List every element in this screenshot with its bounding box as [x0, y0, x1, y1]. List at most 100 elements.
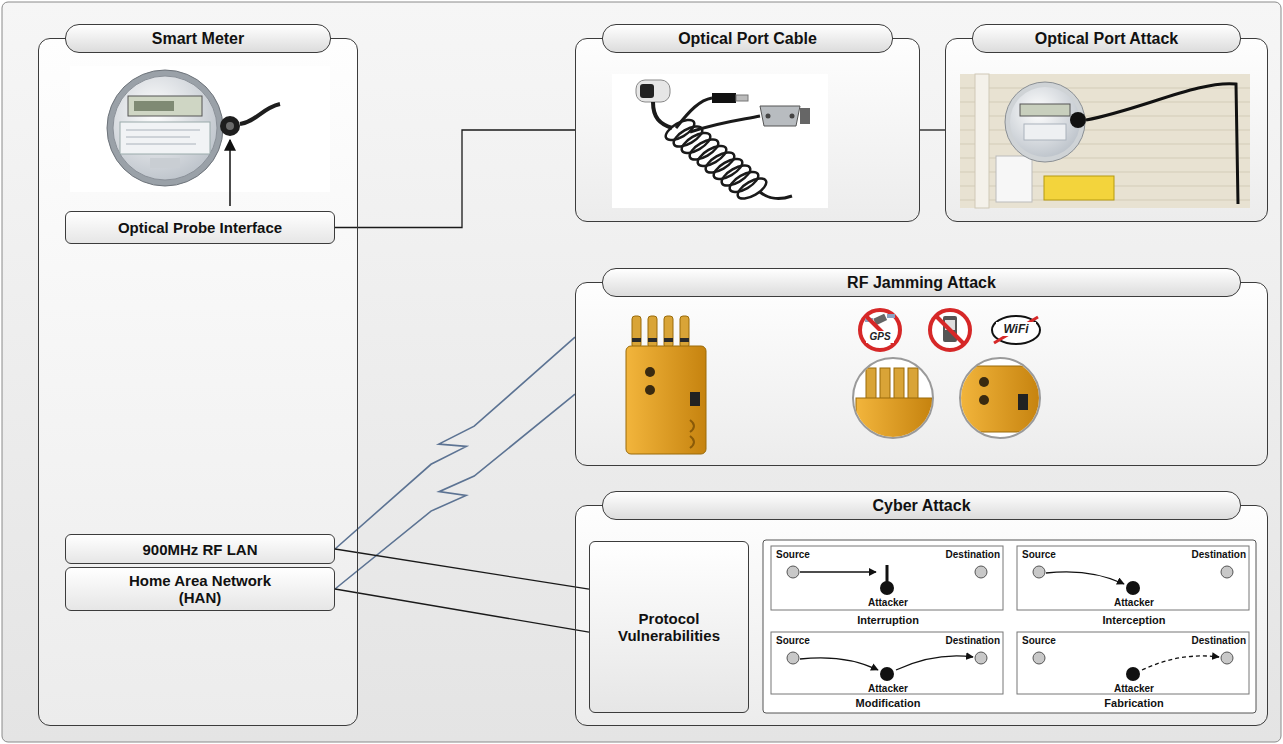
optical-attack-photo-part — [1020, 104, 1070, 116]
smart-meter-illustration-part — [120, 122, 210, 154]
role-label: Destination — [946, 549, 1000, 561]
rf-jammer-illustration — [626, 316, 706, 454]
panel-fill-part — [575, 38, 920, 222]
no-wifi-icon-part — [994, 317, 1038, 343]
smart-meter-illustration-part — [226, 122, 234, 130]
panel-title: Optical Port Attack — [972, 24, 1241, 53]
role-label: Source — [1022, 549, 1056, 561]
rf-jammer-illustration-part-part — [664, 316, 673, 348]
rf-jammer-illustration-part — [690, 392, 700, 406]
attack-model-frame-part — [763, 540, 1256, 713]
jammer-zoom-switch-part — [960, 366, 1040, 432]
smart-meter-illustration-part — [113, 76, 217, 180]
jammer-zoom-switch-part-part — [1018, 394, 1028, 410]
jammer-zoom-switch-part — [960, 358, 1040, 438]
role-label: Destination — [946, 635, 1000, 647]
rf-jammer-illustration-part — [626, 346, 706, 454]
no-wifi-icon — [992, 316, 1040, 344]
optical-cable-illustration-part-part — [687, 135, 722, 163]
panel-fill-part — [38, 38, 358, 726]
jammer-zoom-antennas-part-part — [894, 368, 904, 400]
role-label: Attacker — [1018, 683, 1250, 695]
smart-meter-illustration-part — [150, 158, 180, 168]
fabrication-symbol — [1033, 652, 1233, 681]
optical-attack-photo-part-part — [960, 144, 1250, 145]
fabrication-symbol-part — [1221, 652, 1233, 664]
optical-attack-photo-part-part — [960, 102, 1250, 103]
optical-cable-illustration-part-part — [679, 129, 714, 157]
section-panel: RF Jamming Attack — [575, 282, 1268, 466]
optical-cable-illustration-part — [676, 98, 712, 128]
interruption-symbol-part — [886, 565, 889, 582]
rf-jammer-illustration-part-part — [632, 338, 641, 342]
panel-title: Smart Meter — [65, 24, 331, 53]
modification-symbol-part — [896, 656, 973, 670]
rf-jammer-illustration-part — [632, 316, 689, 348]
optical-cable-illustration-part — [690, 116, 760, 132]
optical-cable-illustration-part — [766, 114, 771, 119]
smart-meter-illustration-part — [107, 70, 223, 186]
smart-meter-illustration-part — [220, 116, 240, 136]
optical-cable-illustration-part-part — [711, 155, 746, 183]
connector-line — [335, 549, 589, 589]
optical-cable-illustration-part-part — [735, 174, 770, 202]
attack-model-frame-part — [771, 632, 1003, 694]
section-panel: Optical Port Cable — [575, 38, 920, 222]
connector-line — [335, 589, 589, 632]
modification-symbol-part — [800, 658, 878, 670]
rf-jammer-illustration-part — [645, 367, 655, 377]
role-label: Attacker — [1018, 597, 1250, 609]
optical-attack-photo-part — [996, 156, 1032, 202]
interface-box: Protocol Vulnerabilities — [589, 541, 749, 713]
no-gps-icon-part — [887, 314, 895, 318]
optical-attack-photo — [960, 74, 1250, 208]
icon-label: GPS — [866, 331, 894, 343]
role-label: Destination — [1192, 549, 1246, 561]
panel-fill-part — [945, 38, 1268, 222]
attack-model-frame-part — [1017, 546, 1249, 610]
interception-symbol — [1033, 566, 1233, 595]
jammer-zoom-antennas — [853, 358, 933, 442]
icon-label: WiFi — [996, 322, 1036, 336]
connector-line — [920, 129, 945, 130]
jammer-zoom-switch — [960, 358, 1040, 438]
fabrication-symbol-part — [1033, 652, 1045, 664]
interception-symbol-part — [1046, 572, 1124, 584]
attack-caption: Interruption — [772, 613, 1004, 627]
leader-arrow — [229, 140, 231, 206]
optical-cable-illustration-part-part — [727, 168, 762, 196]
modification-symbol-part — [975, 652, 987, 664]
attack-model-frame-part — [771, 546, 1003, 610]
optical-cable-illustration-part — [736, 95, 748, 101]
no-phone-icon-part — [930, 310, 970, 350]
panel-fill — [38, 38, 1268, 726]
optical-attack-photo-part — [960, 74, 1250, 208]
section-panel: Protocol VulnerabilitiesSourceDestinatio… — [575, 505, 1268, 726]
jammer-zoom-antennas-part — [856, 368, 932, 442]
optical-cable-illustration-part — [663, 116, 770, 203]
optical-cable-illustration-part — [612, 74, 828, 208]
role-label: Destination — [1192, 635, 1246, 647]
interruption-symbol-part — [975, 566, 987, 578]
optical-attack-photo-part — [1070, 112, 1086, 128]
rf-jammer-illustration-part-part — [664, 338, 673, 342]
jammer-zoom-antennas-part-part — [880, 368, 890, 400]
interruption-symbol-part — [880, 581, 894, 595]
optical-cable-illustration-part-part — [703, 148, 738, 176]
no-gps-icon-part — [860, 310, 900, 350]
role-label: Attacker — [772, 597, 1004, 609]
optical-cable-illustration-part — [790, 114, 795, 119]
optical-attack-photo-part-part — [960, 130, 1250, 131]
interception-symbol-part — [1126, 581, 1140, 595]
panel-title: Optical Port Cable — [602, 24, 893, 53]
attack-model: SourceDestinationAttackerFabrication — [1018, 633, 1250, 713]
rf-jammer-illustration-part-part — [648, 316, 657, 348]
attack-caption: Modification — [772, 696, 1004, 710]
attack-model-frame — [763, 540, 1256, 713]
box-label: 900MHz RF LAN — [142, 541, 257, 558]
optical-attack-photo-part — [1005, 82, 1085, 162]
no-gps-icon — [860, 310, 900, 350]
interface-box: Optical Probe Interface — [65, 211, 335, 244]
optical-cable-illustration-part-part — [695, 142, 730, 170]
